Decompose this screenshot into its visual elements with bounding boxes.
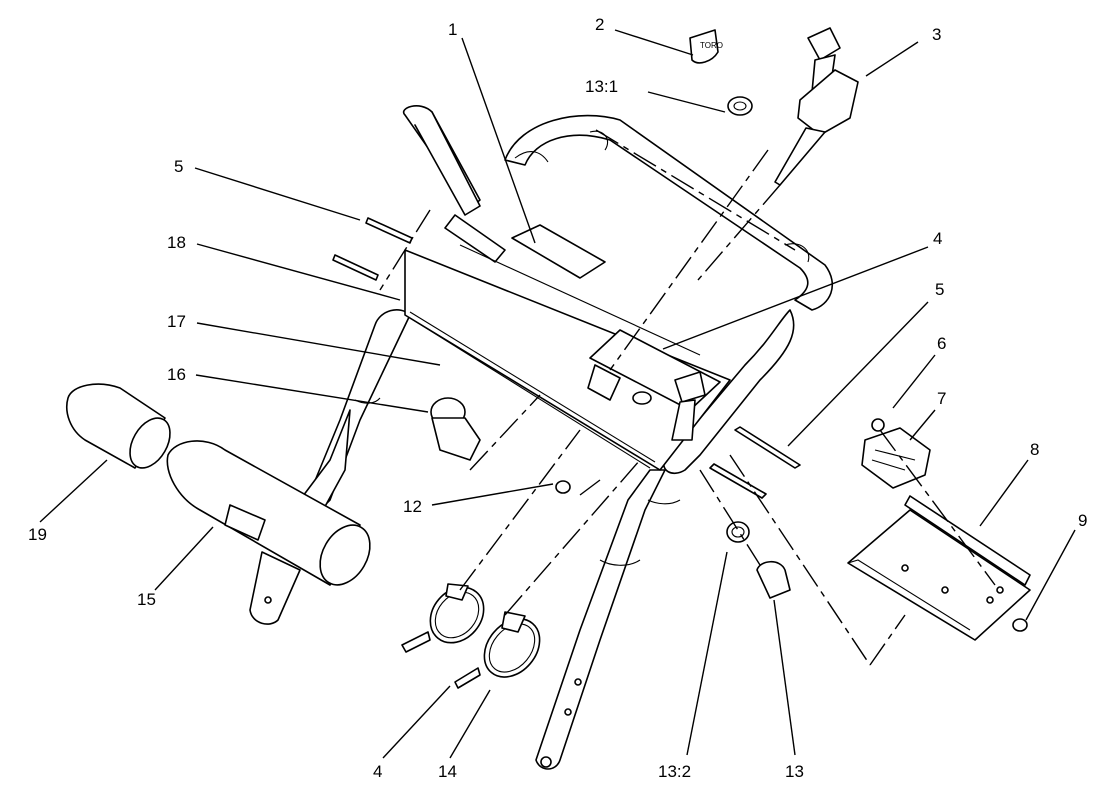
callout-17: 17 <box>167 312 186 331</box>
callout-5-right: 5 <box>935 280 944 299</box>
nut-part-12 <box>555 480 571 494</box>
callout-3: 3 <box>932 25 941 44</box>
switch-part-16 <box>430 397 481 461</box>
clamps-part-14 <box>401 583 541 689</box>
control-panel <box>404 224 731 471</box>
handle-upper-loop <box>402 105 834 311</box>
callout-9: 9 <box>1078 511 1087 530</box>
callout-16: 16 <box>167 365 186 384</box>
callout-2: 2 <box>595 15 604 34</box>
callout-13-1: 13:1 <box>585 77 618 96</box>
callout-13-2: 13:2 <box>658 762 691 781</box>
grip-part-19 <box>66 383 171 469</box>
callout-4-top: 4 <box>933 229 942 248</box>
handle-left-leg <box>299 309 411 513</box>
callout-14: 14 <box>438 762 457 781</box>
callout-15: 15 <box>137 590 156 609</box>
lever-part-3 <box>774 27 859 186</box>
bracket-part-8 <box>847 495 1031 641</box>
callout-5-left: 5 <box>174 157 183 176</box>
grommet-part-13-1 <box>727 96 753 116</box>
assembly-lines <box>379 129 996 666</box>
callout-13: 13 <box>785 762 804 781</box>
callout-19: 19 <box>28 525 47 544</box>
relay-part-7 <box>861 418 931 489</box>
nut-part-9 <box>1012 618 1028 632</box>
callout-6: 6 <box>937 334 946 353</box>
callout-4-bottom: 4 <box>373 762 382 781</box>
logo-text: TORO <box>700 41 723 50</box>
callout-18: 18 <box>167 233 186 252</box>
handle-right-leg <box>535 309 795 770</box>
callout-12: 12 <box>403 497 422 516</box>
key-part-2: TORO <box>689 29 723 64</box>
leader-lines <box>39 29 1076 759</box>
callout-7: 7 <box>937 389 946 408</box>
grommet-part-13-2 <box>726 521 750 543</box>
callout-1: 1 <box>448 20 457 39</box>
connector-part-13 <box>756 560 791 599</box>
grip-part-15 <box>166 440 371 625</box>
callout-labels: 1 2 3 13:1 4 5 18 17 16 5 6 7 8 9 12 19 … <box>28 15 1087 781</box>
callout-8: 8 <box>1030 440 1039 459</box>
bolt-part-5-right <box>709 426 801 499</box>
bolts-part-5-left <box>332 217 413 281</box>
